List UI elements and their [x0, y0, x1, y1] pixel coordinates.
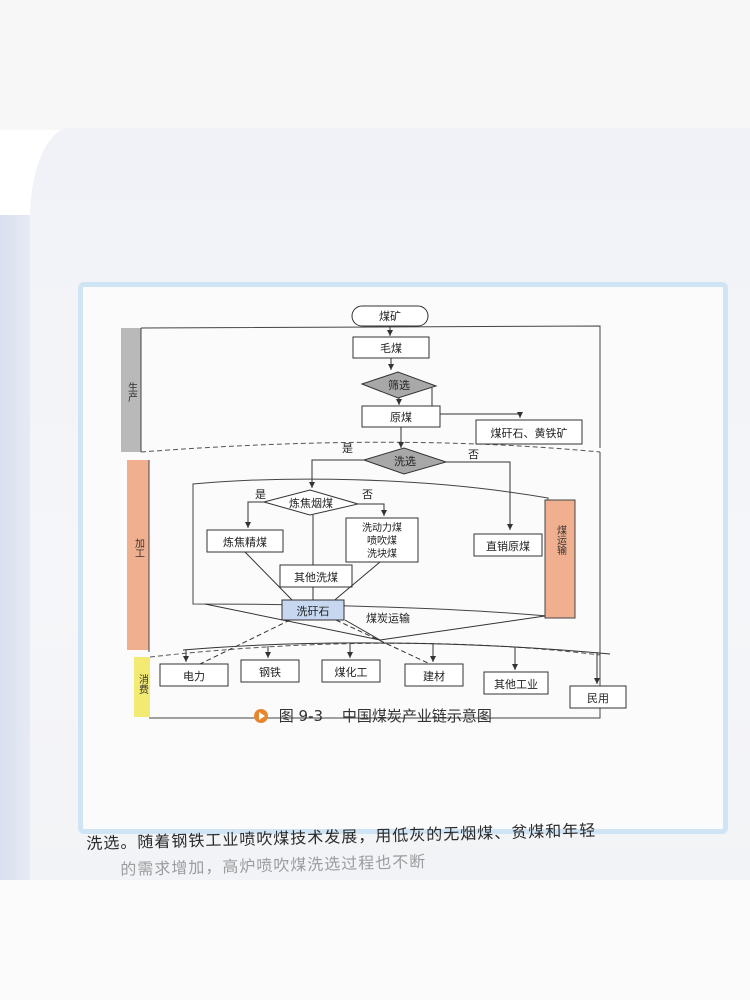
stage-bar-production [121, 328, 141, 452]
figure-caption: 图 9-3 中国煤炭产业链示意图 [254, 705, 492, 726]
background-bottom [0, 880, 750, 1000]
node-washed-steam-coal-line2: 喷吹煤 [367, 534, 397, 547]
node-other-washed-coal [279, 564, 353, 588]
node-direct-raw-coal-label: 直销原煤 [486, 539, 530, 553]
node-washed-steam-coal [345, 517, 419, 563]
node-clean-coking-coal-label: 炼焦精煤 [223, 535, 267, 549]
consumer-box-5 [569, 685, 627, 709]
consumer-box-0 [159, 663, 229, 687]
production-border [140, 325, 601, 448]
label-coking-no: 否 [362, 488, 373, 501]
consumer-label-2: 煤化工 [335, 665, 368, 679]
label-washing-no: 否 [468, 448, 479, 461]
distribution-line [182, 642, 611, 655]
node-direct-raw-coal [473, 533, 543, 557]
edge-romcoal-gangue [443, 412, 523, 418]
edge-steam-gangue [329, 561, 381, 605]
edge-clean-gangue [244, 551, 297, 605]
node-screening [360, 371, 438, 399]
processing-border [148, 452, 601, 719]
node-other-washed-coal-label: 其他洗煤 [294, 571, 338, 584]
gangue-link-power [199, 619, 291, 665]
edge-washing-coking [309, 459, 364, 488]
consumer-box-1 [240, 659, 300, 683]
side-label-text: 煤运输 [555, 524, 567, 556]
edge-flow-right [379, 615, 546, 641]
consumer-box-3 [404, 663, 464, 687]
separator-production-processing [140, 441, 601, 453]
stage-label-processing: 加工 [133, 538, 145, 558]
label-coking-yes: 是 [255, 488, 266, 501]
node-mine-label: 煤矿 [379, 310, 401, 323]
figure-title: 中国煤炭产业链示意图 [341, 707, 492, 725]
node-rom-coal-label: 原煤 [390, 411, 412, 424]
stage-bar-consumption [134, 657, 150, 717]
label-coal-transport: 煤炭运输 [366, 611, 410, 625]
consumer-label-5: 民用 [587, 692, 609, 705]
stage-bar-processing [127, 460, 149, 650]
consumer-label-4: 其他工业 [494, 678, 538, 691]
consumer-label-0: 电力 [183, 670, 205, 683]
node-washing-gangue [281, 599, 345, 621]
node-washed-steam-coal-line3: 洗块煤 [367, 547, 397, 560]
background-top [0, 0, 750, 130]
node-raw-coal-label: 毛煤 [380, 342, 402, 355]
node-coking-coal-label: 炼焦烟煤 [289, 496, 333, 510]
figure-number: 图 9-3 [278, 707, 324, 725]
consumer-label-3: 建材 [423, 669, 445, 683]
stage-label-consumption: 消费 [137, 673, 149, 695]
play-circle-icon [254, 709, 268, 723]
stage-label-production: 生产 [126, 381, 138, 403]
node-washing-label: 洗选 [394, 455, 416, 468]
node-gangue-pyrite-label: 煤矸石、黄铁矿 [491, 426, 568, 440]
edge-coking-clean [245, 501, 264, 528]
edge-washing-direct [446, 461, 513, 530]
edge-flow-left [204, 603, 381, 641]
node-gangue-pyrite [475, 419, 583, 445]
separator-processing-consumption [149, 642, 601, 658]
consumer-label-1: 钢铁 [259, 666, 281, 679]
side-label-box [544, 499, 576, 619]
label-washing-yes: 是 [342, 442, 353, 455]
consumer-box-2 [321, 659, 381, 683]
node-washing-gangue-label: 洗矸石 [297, 605, 330, 618]
edge-coking-steam [358, 503, 387, 516]
gangue-link-building [335, 619, 431, 665]
node-screening-label: 筛选 [388, 378, 410, 392]
consumer-box-4 [483, 671, 549, 695]
node-washed-steam-coal-line1: 洗动力煤 [362, 521, 402, 534]
edge-flow-center [344, 619, 381, 641]
